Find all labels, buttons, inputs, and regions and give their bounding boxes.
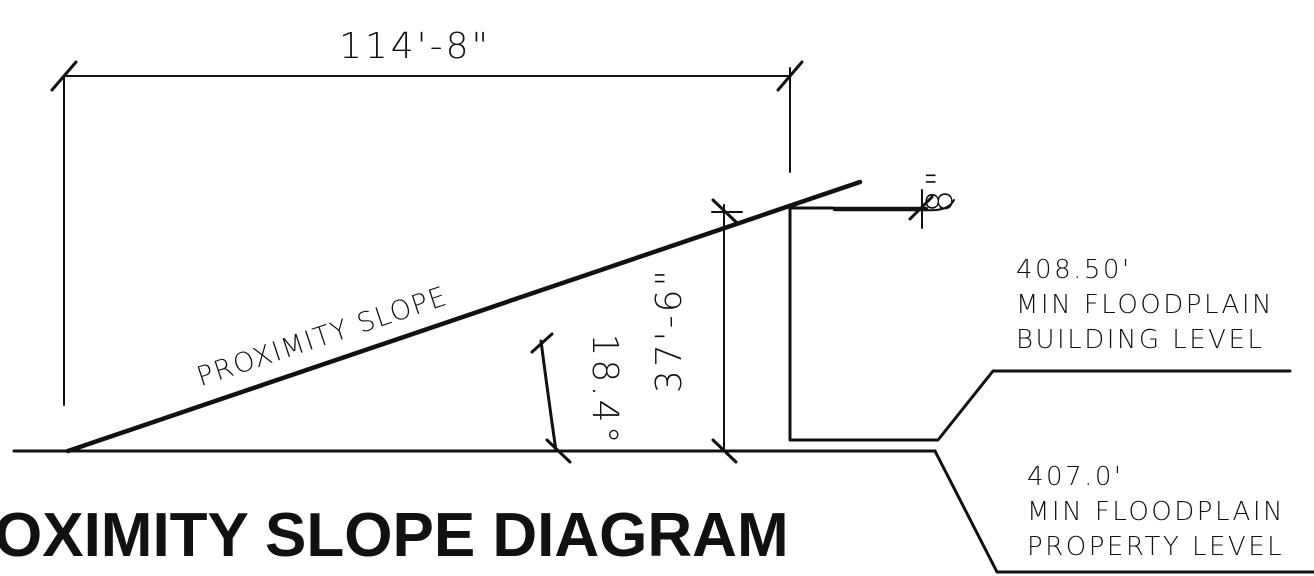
angle-dimension-text: 18.4° — [584, 333, 625, 446]
property-level-line — [933, 449, 1314, 574]
offset-dimension-text: 8" — [920, 167, 961, 212]
horizontal-dimension-text: 114'-8" — [339, 26, 491, 67]
horizontal-dimension: 114'-8" — [50, 26, 804, 406]
vertical-top-tick — [711, 198, 738, 224]
building-level-elevation: 408.50' — [1016, 255, 1132, 285]
angle-arc-tick-top — [530, 332, 554, 354]
property-level-line2: PROPERTY LEVEL — [1027, 532, 1284, 562]
vertical-dimension: 37'-6" — [649, 198, 743, 464]
building-level-line2: BUILDING LEVEL — [1016, 325, 1264, 355]
building-level-line1: MIN FLOODPLAIN — [1016, 290, 1274, 320]
left-tick-mark — [50, 60, 78, 92]
property-level-line1: MIN FLOODPLAIN — [1027, 497, 1285, 527]
offset-tick-mark — [908, 195, 934, 221]
vertical-dimension-text: 37'-6" — [649, 267, 690, 393]
angle-arc-tick-bottom — [545, 438, 572, 464]
offset-leader — [923, 199, 955, 212]
angle-arc — [539, 339, 558, 453]
building-level-note: 408.50' MIN FLOODPLAIN BUILDING LEVEL — [1016, 255, 1274, 355]
property-level-note: 407.0' MIN FLOODPLAIN PROPERTY LEVEL — [1027, 462, 1285, 562]
diagram-title: OXIMITY SLOPE DIAGRAM — [0, 501, 789, 570]
proximity-slope-line — [65, 179, 863, 454]
building-wall-profile — [788, 206, 1292, 442]
vertical-bottom-tick — [711, 438, 738, 464]
right-tick-mark — [776, 60, 804, 92]
property-level-elevation: 407.0' — [1027, 462, 1124, 492]
proximity-slope-label: PROXIMITY SLOPE — [193, 281, 452, 393]
offset-dimension: 8" — [908, 167, 961, 229]
angle-dimension: 18.4° — [530, 332, 625, 464]
